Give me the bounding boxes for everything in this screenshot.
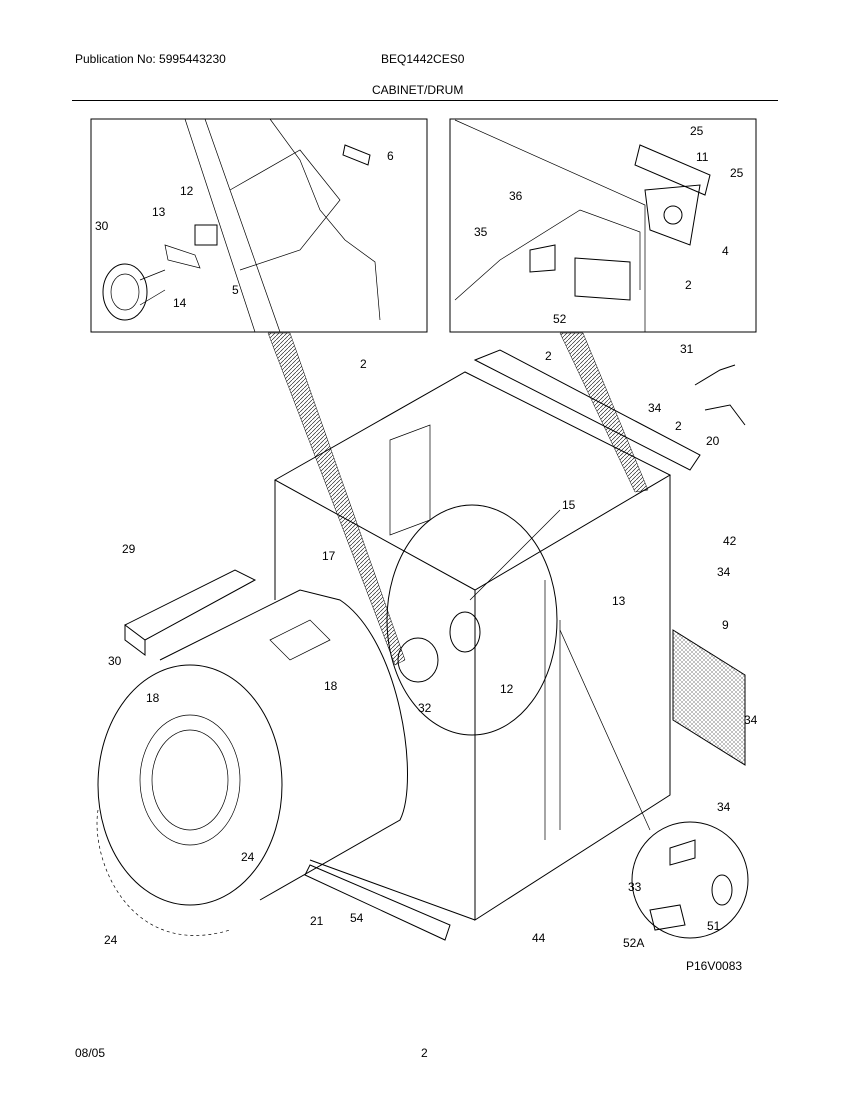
callout-25: 25 [690,124,704,138]
drive-belt [267,332,649,666]
callout-34b: 34 [717,565,731,579]
callout-34: 34 [648,401,662,415]
callout-54: 54 [350,911,364,925]
callout-18: 18 [324,679,338,693]
callout-44: 44 [532,931,546,945]
callout-11: 11 [696,150,709,164]
callout-13b: 13 [612,594,626,608]
callout-32: 32 [418,701,432,715]
callout-25b: 25 [730,166,744,180]
callout-13: 13 [152,205,166,219]
callout-34d: 34 [717,800,731,814]
callout-52a: 52A [623,936,644,950]
header-divider [72,100,778,101]
section-title: CABINET/DRUM [372,83,464,97]
drum [96,589,408,936]
callout-51: 51 [707,919,721,933]
callout-36: 36 [509,189,523,203]
cabinet [273,349,701,921]
model-number: BEQ1442CES0 [381,52,465,66]
callout-labels: 6 12 13 30 14 5 25 11 25 36 35 4 2 52 2 … [95,124,758,973]
callout-12b: 12 [500,682,514,696]
bottom-rail [304,864,451,941]
callout-24: 24 [241,850,255,864]
publication-number: Publication No: 5995443230 [75,52,226,66]
callout-33: 33 [628,880,642,894]
callout-30b: 30 [108,654,122,668]
panel-9 [672,629,746,766]
inset-detail-circle [559,629,749,939]
callout-2d: 2 [675,419,682,433]
footer-page-number: 2 [421,1046,428,1060]
callout-9: 9 [722,618,729,632]
callout-31: 31 [680,342,694,356]
callout-34c: 34 [744,713,758,727]
figure-code: P16V0083 [686,959,742,973]
front-rail [124,569,257,656]
callout-42: 42 [723,534,737,548]
callout-20: 20 [706,434,720,448]
callout-5: 5 [232,283,239,297]
callout-2: 2 [685,278,692,292]
callout-15: 15 [562,498,576,512]
callout-21: 21 [310,914,324,928]
footer-date: 08/05 [75,1046,106,1060]
callout-52: 52 [553,312,567,326]
inset-detail-left [90,118,428,333]
wire-harness [694,364,746,426]
callout-17: 17 [322,549,336,563]
callout-4: 4 [722,244,729,258]
callout-35: 35 [474,225,488,239]
callout-24b: 24 [104,933,118,947]
callout-29: 29 [122,542,136,556]
callout-2b: 2 [360,357,367,371]
callout-14: 14 [173,296,187,310]
inset-detail-right [449,118,757,333]
callout-6: 6 [387,149,394,163]
callout-2c: 2 [545,349,552,363]
callout-30: 30 [95,219,109,233]
callout-18b: 18 [146,691,160,705]
rear-bulkhead [386,504,558,736]
callout-12: 12 [180,184,194,198]
